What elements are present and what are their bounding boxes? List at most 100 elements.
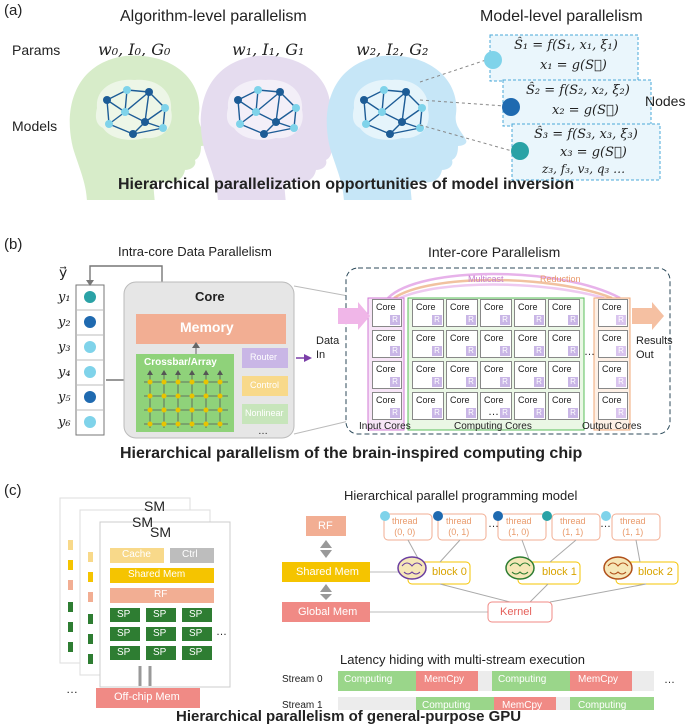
model-level-title: Model-level parallelism — [480, 8, 643, 25]
brain-icon-2 — [603, 556, 633, 580]
pm-rf-block — [306, 516, 346, 536]
stream1-label: Stream 1 — [282, 700, 323, 711]
thread-2-label: thread (1, 0) — [506, 516, 532, 537]
s1-computing-1: Computing — [422, 700, 471, 711]
router-label: Router — [250, 352, 278, 362]
thread-box-1 — [437, 513, 487, 541]
model-heads-diagram — [69, 34, 661, 200]
y4-label: y₄ — [58, 365, 71, 380]
cache-label: Cache — [122, 549, 151, 560]
crossbar-label: Crossbar/Array — [144, 357, 217, 368]
thread-4-label: thread (1, 1) — [620, 516, 646, 537]
y1-label: y₁ — [58, 290, 71, 305]
s1-memcpy-1: MemCpy — [502, 700, 543, 711]
results-out-arrow — [632, 302, 664, 330]
equation-box-1 — [489, 34, 639, 82]
stream1-computing-1 — [416, 697, 494, 710]
node-1 — [484, 51, 502, 69]
stream0-computing-2 — [492, 671, 570, 691]
nonlinear-label: Nonlinear — [245, 408, 284, 418]
nonlinear-block — [242, 404, 288, 424]
panel-b-label: (b) — [4, 236, 23, 253]
eq3-line3: z₃, f₃, v₃, q₃ … — [542, 162, 626, 176]
kernel-box — [487, 601, 553, 623]
pm-shared-mem-block — [282, 562, 370, 582]
cache-block — [110, 548, 164, 563]
panel-a-caption: Hierarchical parallelization opportuniti… — [118, 176, 575, 193]
data-in-label: Data In — [316, 335, 340, 361]
sm-shared-mem-block — [110, 568, 214, 583]
eq1-line1: Ŝ₁ = f(S₁, x₁, ξ₁) — [514, 38, 618, 53]
gpu-diagram — [59, 497, 679, 710]
pm-global-mem-label: Global Mem — [298, 606, 358, 618]
sm-back1-label: SM — [132, 514, 153, 530]
pm-shared-mem-label: Shared Mem — [296, 566, 359, 578]
data-in-arrow — [338, 302, 370, 330]
sp-label-7: SP — [153, 647, 167, 658]
core-ellipsis: … — [258, 426, 268, 437]
sp-label-1: SP — [153, 609, 167, 620]
y3-label: y₃ — [58, 340, 71, 355]
block-1-label: block 1 — [542, 566, 577, 578]
sp-label-0: SP — [117, 609, 131, 620]
sm-shared-mem-label: Shared Mem — [128, 569, 186, 580]
s1-computing-2: Computing — [578, 700, 627, 711]
computing-cores-label: Computing Cores — [454, 421, 532, 432]
thread-3-label: thread (1, 1) — [560, 516, 586, 537]
panel-c-label: (c) — [4, 482, 22, 499]
y6-label: y₆ — [58, 415, 71, 430]
stream0-computing-1 — [338, 671, 416, 691]
sp-label-4: SP — [153, 628, 167, 639]
ctrl-label: Ctrl — [182, 549, 198, 560]
y2-label: y₂ — [58, 315, 71, 330]
params-2: w₂, I₂, G₂ — [356, 40, 429, 59]
sm-front — [99, 521, 231, 688]
eq3-line2: x₃ = g(S⃗) — [560, 145, 627, 160]
models-row-label: Models — [12, 118, 58, 134]
sp-label-8: SP — [189, 647, 203, 658]
crossbar-array — [136, 354, 234, 432]
y5-label: y₅ — [58, 390, 71, 405]
s0-memcpy-1: MemCpy — [424, 674, 465, 685]
panel-b-caption: Hierarchical parallelism of the brain-in… — [120, 445, 583, 462]
params-1: w₁, I₁, G₁ — [232, 40, 305, 59]
sp-ellipsis: … — [216, 626, 227, 638]
stream1-computing-2 — [570, 697, 654, 710]
eq2-line1: Ŝ₂ = f(S₂, x₂, ξ₂) — [526, 83, 630, 98]
nodes-label: Nodes — [645, 93, 685, 109]
multicast-label: Multicast — [468, 274, 504, 284]
stream0-label: Stream 0 — [282, 674, 323, 685]
latency-title: Latency hiding with multi-stream executi… — [340, 652, 585, 667]
sm-front-label: SM — [150, 524, 171, 540]
output-cores-label: Output Cores — [582, 421, 642, 432]
ctrl-block — [170, 548, 214, 563]
equation-box-3 — [511, 123, 661, 181]
results-out-label: Results Out — [636, 335, 673, 361]
eq1-line2: x₁ = g(S⃗) — [540, 58, 607, 73]
stream0-memcpy-1 — [416, 671, 478, 691]
pm-rf-label: RF — [318, 520, 333, 532]
s0-computing-1: Computing — [344, 674, 393, 685]
offchip-mem-label: Off-chip Mem — [114, 691, 180, 703]
sp-label-3: SP — [117, 628, 131, 639]
thread-1-label: thread (0, 1) — [446, 516, 472, 537]
memory-label: Memory — [180, 319, 234, 335]
eq2-line2: x₂ = g(S⃗) — [552, 103, 619, 118]
control-block — [242, 376, 288, 396]
